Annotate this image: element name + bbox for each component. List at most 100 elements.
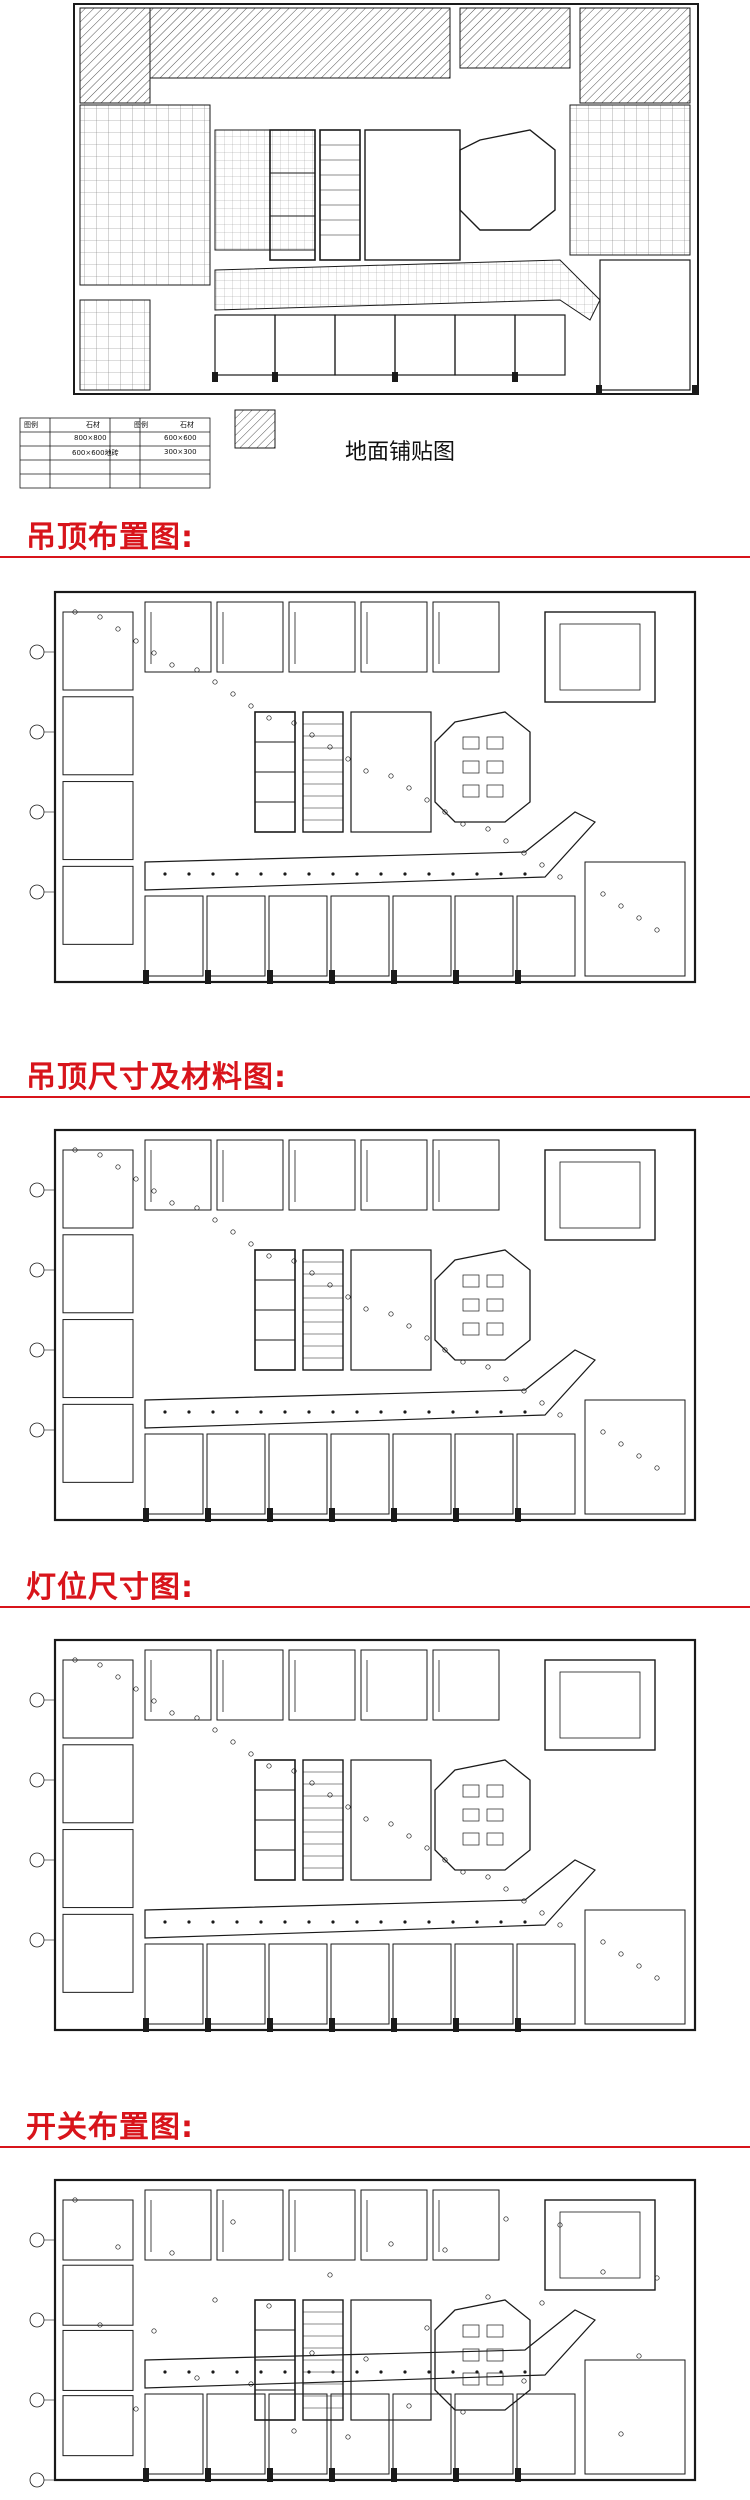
fixture-symbol <box>291 2428 297 2434</box>
fixture-symbol <box>345 2434 351 2440</box>
downlight <box>283 2370 287 2374</box>
ceiling-panel <box>216 2189 284 2261</box>
section-title: 灯位尺寸图: <box>26 1570 194 1605</box>
downlight <box>307 872 311 876</box>
outer-wall <box>53 590 697 984</box>
fixture-symbol <box>442 1347 448 1353</box>
legend-row: 800×800 600×600 <box>20 434 210 446</box>
section-divider <box>0 1606 750 1608</box>
grid-marker <box>29 1262 45 1278</box>
fixture-symbol <box>266 1763 272 1769</box>
fixture-symbol <box>521 2378 527 2384</box>
downlight <box>331 2370 335 2374</box>
feature-ceiling <box>544 2199 656 2291</box>
fixture-symbol <box>72 2197 78 2203</box>
fixture-symbol <box>388 1821 394 1827</box>
fixture-symbol <box>460 2409 466 2415</box>
table-seat <box>462 1832 480 1846</box>
column <box>329 2018 335 2032</box>
fixture-symbol <box>557 1922 563 1928</box>
ceiling-dimension-heading: 吊顶尺寸及材料图: <box>0 1040 750 1112</box>
downlight <box>427 872 431 876</box>
legend-table: 图例 石材 图例 石材 800×800 600×600 600×600地砖 30… <box>20 418 210 488</box>
office-room <box>454 2393 514 2475</box>
fixture-symbol <box>169 1200 175 1206</box>
side-room <box>62 1659 134 1739</box>
downlight <box>451 1410 455 1414</box>
grid-marker <box>29 2392 45 2408</box>
fixture-symbol <box>636 1963 642 1969</box>
downlight <box>187 1920 191 1924</box>
column <box>329 970 335 984</box>
table-seat <box>486 1298 504 1312</box>
legend-row: 600×600地砖 300×300 <box>20 448 210 460</box>
column <box>143 2468 149 2482</box>
fixture-symbol <box>600 1429 606 1435</box>
section-divider <box>0 1096 750 1098</box>
ceiling-panel <box>288 601 356 673</box>
legend-cell: 300×300 <box>164 448 197 456</box>
fixture-symbol <box>266 2303 272 2309</box>
downlight <box>451 1920 455 1924</box>
grid-marker <box>29 1342 45 1358</box>
downlight <box>499 872 503 876</box>
fixture-symbol <box>115 2244 121 2250</box>
column <box>515 970 521 984</box>
fixture-symbol <box>539 1910 545 1916</box>
fixture-symbol <box>327 1282 333 1288</box>
fixture-symbol <box>485 1364 491 1370</box>
fixture-symbol <box>309 1780 315 1786</box>
table-seat <box>486 2372 504 2386</box>
fixture-symbol <box>485 826 491 832</box>
legend-row: 图例 石材 图例 石材 <box>20 420 210 432</box>
ceiling-panel <box>288 1139 356 1211</box>
office-room <box>454 895 514 977</box>
fixture-symbol <box>133 2406 139 2412</box>
column <box>515 2018 521 2032</box>
light-dimension-heading: 灯位尺寸图: <box>0 1550 750 1622</box>
legend-cell: 600×600地砖 <box>72 449 119 457</box>
fixture-symbol <box>230 691 236 697</box>
side-room <box>62 1913 134 1993</box>
downlight <box>427 2370 431 2374</box>
legend-cell: 石材 <box>180 421 194 429</box>
meeting-room <box>434 1759 531 1871</box>
downlight <box>187 2370 191 2374</box>
downlight <box>523 2370 527 2374</box>
grid-marker <box>29 2312 45 2328</box>
downlight <box>259 1920 263 1924</box>
downlight <box>475 872 479 876</box>
grid-marker <box>29 1182 45 1198</box>
fixture-symbol <box>230 2219 236 2225</box>
downlight <box>259 872 263 876</box>
table-seat <box>462 760 480 774</box>
ceiling-panel <box>144 1139 212 1211</box>
downlight <box>163 1920 167 1924</box>
fixture-symbol <box>212 2297 218 2303</box>
floor-tiling-section: 图例 石材 图例 石材 800×800 600×600 600×600地砖 30… <box>0 0 750 500</box>
downlight <box>163 872 167 876</box>
service-room <box>350 711 432 833</box>
ceiling-panel <box>360 1649 428 1721</box>
downlight <box>523 1920 527 1924</box>
fixture-symbol <box>618 1441 624 1447</box>
column <box>453 1508 459 1522</box>
fixture-symbol <box>309 2350 315 2356</box>
table-seat <box>462 736 480 750</box>
ceiling-panel <box>360 2189 428 2261</box>
fixture-symbol <box>194 1205 200 1211</box>
downlight <box>163 1410 167 1414</box>
outer-wall <box>53 2178 697 2482</box>
fixture-symbol <box>248 1241 254 1247</box>
downlight <box>235 1410 239 1414</box>
downlight <box>187 1410 191 1414</box>
fixture-symbol <box>345 756 351 762</box>
fixture-symbol <box>654 2275 660 2281</box>
downlight <box>403 872 407 876</box>
ceiling-panel <box>360 1139 428 1211</box>
section-title: 吊顶布置图: <box>26 520 194 555</box>
downlight <box>235 1920 239 1924</box>
outer-wall <box>53 1128 697 1522</box>
fixture-symbol <box>442 2247 448 2253</box>
fixture-symbol <box>327 2272 333 2278</box>
